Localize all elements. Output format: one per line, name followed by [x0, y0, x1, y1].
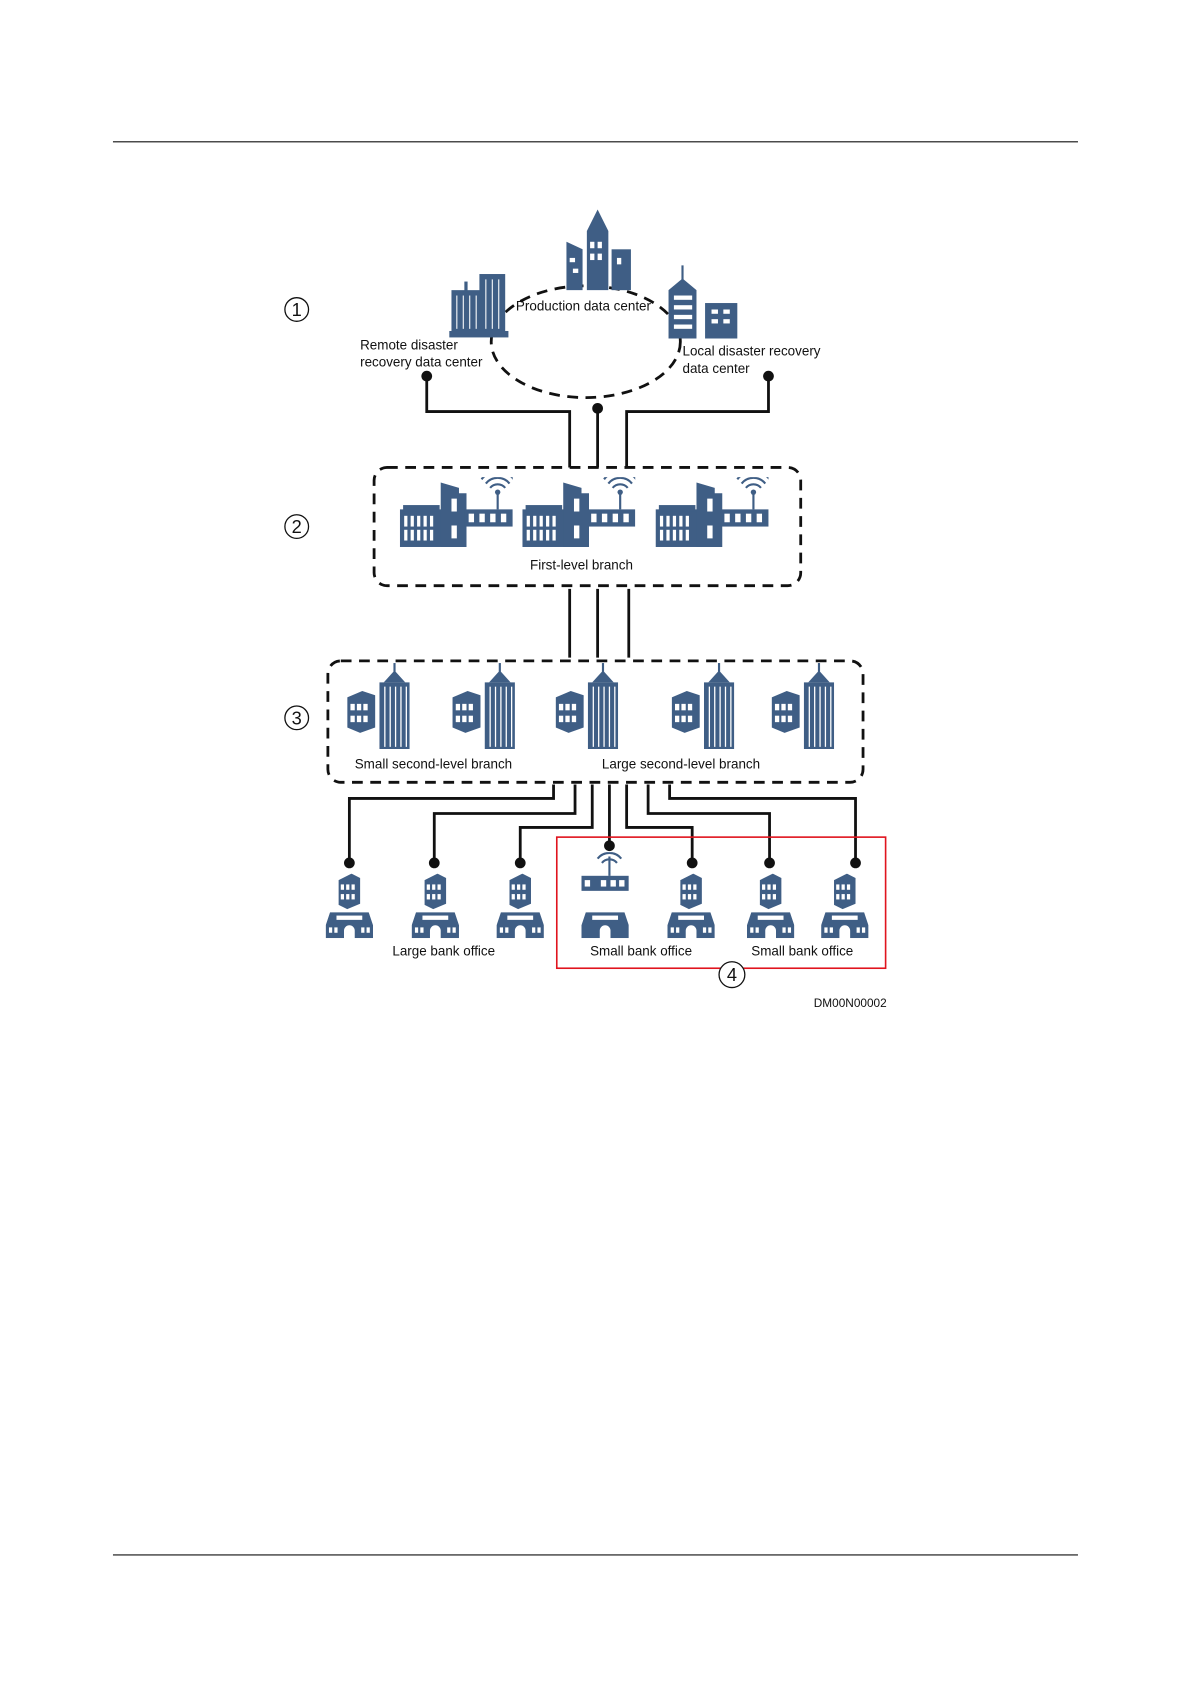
- tier-marker-3-label: 3: [292, 707, 302, 728]
- second-level-branch-icon: [771, 663, 835, 750]
- production-data-center-label: Production data center: [516, 299, 652, 314]
- tier-2-first-level-branch: 2 First-level branch: [284, 466, 803, 588]
- local-dr-label-line1: Local disaster recovery: [683, 344, 821, 359]
- first-level-branch-label: First-level branch: [530, 558, 633, 573]
- data-center-ring: [489, 284, 682, 400]
- small-bank-office-icon: [667, 873, 715, 939]
- tier3-to-tier4-links: [344, 784, 861, 869]
- figure-id: DM00N00002: [814, 996, 887, 1010]
- tier1-to-tier2-links: [421, 370, 774, 468]
- production-data-center-icon: [566, 209, 631, 291]
- second-level-branch-icon: [555, 663, 619, 750]
- tier2-to-tier3-links: [568, 588, 631, 658]
- small-second-level-branch-label: Small second-level branch: [355, 756, 512, 771]
- first-level-branch-group: [372, 466, 803, 588]
- second-level-branch-icon: [347, 663, 411, 750]
- local-dr-label-line2: data center: [683, 361, 751, 376]
- large-bank-office-icon: [325, 873, 374, 939]
- remote-dr-label-line2: recovery data center: [360, 354, 483, 369]
- tier-marker-4-label: 4: [727, 964, 737, 985]
- tier-marker-4: [718, 961, 746, 989]
- first-level-branch-icon: [655, 477, 769, 547]
- small-bank-office-label: Small bank office: [590, 943, 692, 958]
- tier-marker-1-label: 1: [292, 299, 302, 320]
- tier-marker-3: [284, 705, 310, 731]
- large-bank-office-icon: [411, 873, 459, 939]
- remote-dr-label-line1: Remote disaster: [360, 337, 458, 352]
- large-bank-office-label: Large bank office: [392, 943, 495, 958]
- tier-3-second-level-branch: 3 Small second-level branch Large second…: [284, 659, 865, 784]
- large-second-level-branch-label: Large second-level branch: [602, 756, 760, 771]
- tier-1-data-centers: 1 Production data center Remote disaster…: [284, 209, 821, 400]
- first-level-branch-icon: [522, 477, 636, 547]
- tier-4-bank-offices: Large bank office Small bank office Smal…: [325, 836, 887, 989]
- small-bank-office-router-icon: [581, 852, 629, 939]
- tier-marker-2: [284, 514, 310, 540]
- tier-marker-2-label: 2: [292, 516, 302, 537]
- second-level-branch-icon: [452, 663, 516, 750]
- small-bank-office-icon: [821, 873, 869, 939]
- first-level-branch-icon: [399, 477, 513, 547]
- tier-marker-1: [284, 297, 310, 322]
- remote-dr-data-center-icon: [449, 274, 509, 338]
- small-bank-office-label: Small bank office: [751, 943, 853, 958]
- second-level-branch-icon: [671, 663, 735, 750]
- large-bank-office-icon: [496, 873, 544, 939]
- local-dr-data-center-icon: [668, 265, 738, 339]
- small-bank-office-icon: [746, 873, 795, 939]
- second-level-branch-group: [326, 659, 865, 784]
